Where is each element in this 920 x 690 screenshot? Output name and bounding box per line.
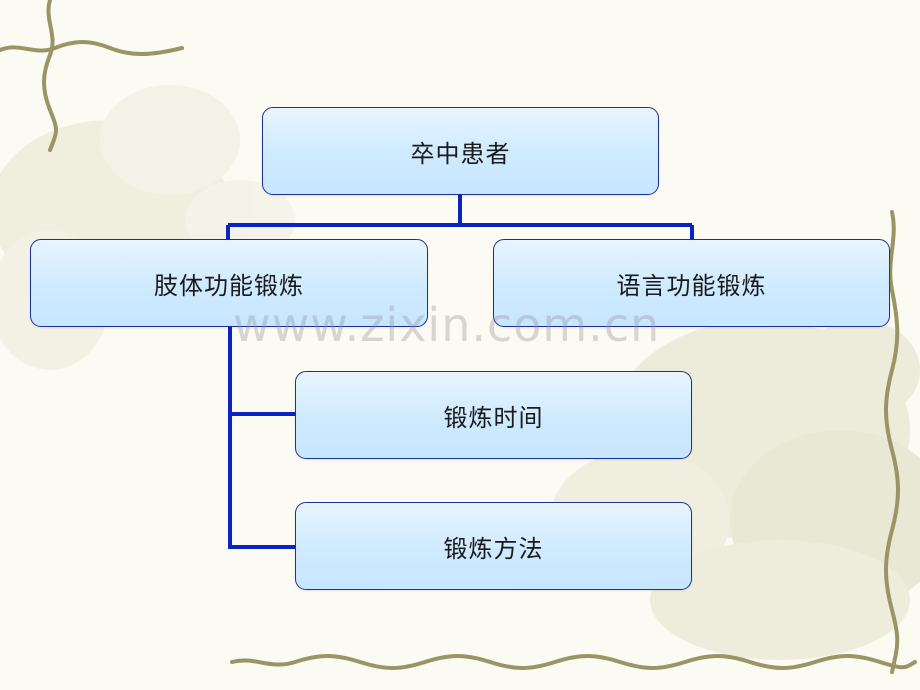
- node-exercise-method-label: 锻炼方法: [443, 534, 544, 563]
- node-language-exercise-label: 语言功能锻炼: [616, 271, 767, 300]
- node-limb-exercise-label: 肢体功能锻炼: [154, 271, 304, 300]
- node-exercise-method: 锻炼方法: [295, 502, 692, 590]
- node-limb-exercise: 肢体功能锻炼: [30, 239, 428, 327]
- node-exercise-time-label: 锻炼时间: [443, 403, 544, 432]
- node-exercise-time: 锻炼时间: [295, 371, 692, 459]
- node-stroke-patient: 卒中患者: [262, 107, 659, 195]
- connector-lines: [226, 195, 694, 549]
- node-language-exercise: 语言功能锻炼: [493, 239, 890, 327]
- node-stroke-patient-label: 卒中患者: [410, 139, 511, 168]
